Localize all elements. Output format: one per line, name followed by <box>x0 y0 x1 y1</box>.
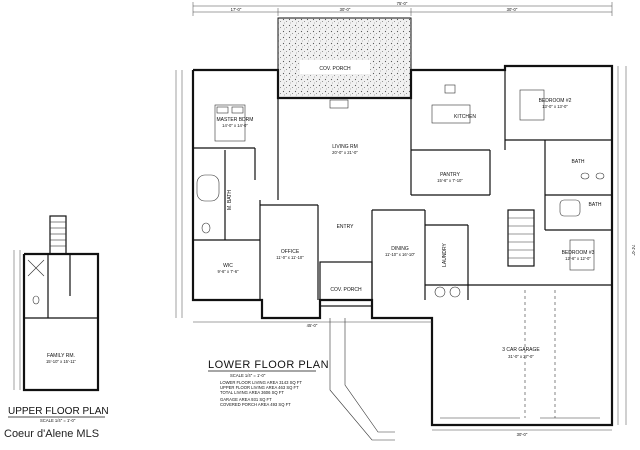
label-laundry: LAUNDRY <box>442 242 448 266</box>
bottom-dimensions: 45'-0" 30'-0" <box>193 321 612 437</box>
area-porch: COVERED PORCH AREA 493 SQ FT <box>220 402 291 407</box>
label-entry: ENTRY <box>337 224 355 230</box>
label-master: MASTER BDRM <box>217 117 254 123</box>
back-porch-label: COV. PORCH <box>319 66 351 72</box>
area-garage: GARAGE AREA 931 SQ FT <box>220 397 272 402</box>
label-living-size: 20'-0" x 21'-0" <box>332 150 358 155</box>
dim-right-total: 74'-0" <box>631 245 636 256</box>
area-total: TOTAL LIVING AREA 3606 SQ FT <box>220 390 284 395</box>
label-bath: BATH <box>572 159 585 165</box>
front-walkway <box>329 318 395 441</box>
label-family-size: 15'-10" x 15'-11" <box>46 359 77 364</box>
label-bath2: BATH <box>589 202 602 208</box>
label-bedroom3: BEDROOM #3 <box>562 250 595 256</box>
label-bedroom2: BEDROOM #2 <box>539 98 572 104</box>
dim-top-c: 30'-0" <box>507 7 518 12</box>
interior-walls <box>193 66 612 300</box>
label-office: OFFICE <box>281 249 300 255</box>
back-porch-slab <box>277 17 412 99</box>
area-upper: UPPER FLOOR LIVING AREA 463 SQ FT <box>220 385 299 390</box>
dim-top-total: 75'-0" <box>397 1 408 6</box>
upper-plan-title: UPPER FLOOR PLAN <box>8 406 109 417</box>
label-dining: DINING <box>391 246 409 252</box>
label-wic: WIC <box>223 263 233 269</box>
label-pantry-size: 15'-6" x 7'-10" <box>437 178 463 183</box>
dim-bottom-garage: 30'-0" <box>517 432 528 437</box>
dim-bottom-total: 45'-0" <box>307 323 318 328</box>
label-kitchen: KITCHEN <box>454 114 476 120</box>
front-porch <box>319 261 373 307</box>
dim-top-b: 30'-0" <box>340 7 351 12</box>
lower-plan-title: LOWER FLOOR PLAN <box>208 359 329 371</box>
room-labels: MASTER BDRM 14'-0" x 14'-0" LIVING RM 20… <box>217 98 602 359</box>
area-lower: LOWER FLOOR LIVING AREA 3143 SQ FT <box>220 380 302 385</box>
label-garage: 3 CAR GARAGE <box>502 347 540 353</box>
label-bedroom3-size: 12'-6" x 12'-0" <box>565 256 591 261</box>
front-porch-label: COV. PORCH <box>330 287 362 293</box>
label-family: FAMILY RM. <box>47 353 75 359</box>
label-master-size: 14'-0" x 14'-0" <box>222 123 248 128</box>
label-pantry: PANTRY <box>440 172 460 178</box>
lower-plan-scale: SCALE 1/4" = 1'-0" <box>230 373 266 378</box>
label-living: LIVING RM <box>332 144 358 150</box>
lower-plan-title-block: LOWER FLOOR PLAN SCALE 1/4" = 1'-0" LOWE… <box>208 359 329 407</box>
label-wic-size: 9'-6" x 7'-6" <box>217 269 239 274</box>
upper-plan-title-block: UPPER FLOOR PLAN SCALE 1/4" = 1'-0" <box>8 406 109 423</box>
left-dimensions <box>175 70 183 318</box>
upper-plan-scale: SCALE 1/4" = 1'-0" <box>40 418 76 423</box>
upper-floor-plan: FAMILY RM. 15'-10" x 15'-11" <box>13 215 100 392</box>
dim-top-a: 17'-0" <box>231 7 242 12</box>
label-dining-size: 11'-10" x 16'-10" <box>385 252 416 257</box>
back-porch-label-bg <box>300 60 370 74</box>
top-dimensions: 75'-0" 17'-0" 30'-0" 30'-0" <box>192 1 613 16</box>
label-bedroom2-size: 13'-0" x 13'-0" <box>542 104 568 109</box>
label-office-size: 11'-0" x 11'-10" <box>276 255 304 260</box>
label-mbath: M. BATH <box>227 190 233 210</box>
right-dimensions: 74'-0" <box>617 66 636 425</box>
fixtures <box>196 84 605 419</box>
label-garage-size: 31'-0" x 27'-0" <box>508 354 534 359</box>
mls-watermark: Coeur d'Alene MLS <box>4 428 99 440</box>
